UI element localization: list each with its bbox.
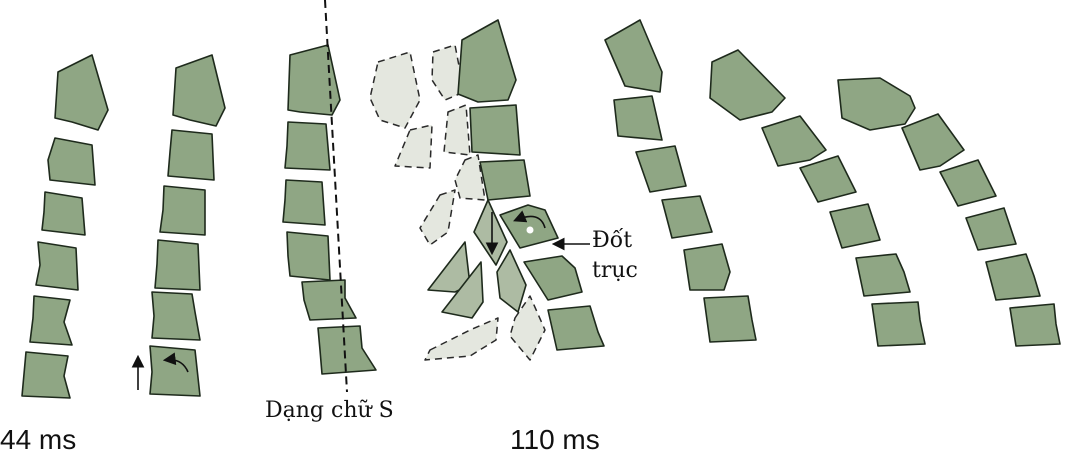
vertebra xyxy=(301,279,357,321)
vertebra xyxy=(287,44,341,116)
displaced-vertebra xyxy=(473,199,508,266)
axis-vertebra-label-line1: Đốt xyxy=(592,228,633,253)
rotation-arrow-icon xyxy=(513,210,546,229)
vertebra xyxy=(871,301,926,347)
ghost-vertebra xyxy=(509,295,546,361)
vertebra xyxy=(855,253,911,297)
s-shape-label: Dạng chữ S xyxy=(265,398,394,423)
s-curve-line xyxy=(324,0,348,393)
vertebra xyxy=(284,121,331,171)
vertebra xyxy=(151,291,201,341)
vertebra xyxy=(837,77,916,131)
axis-vertebra xyxy=(499,204,559,249)
spine-column-1 xyxy=(21,54,109,399)
ghost-vertebra xyxy=(419,189,456,246)
vertebra xyxy=(54,54,109,131)
axis-vertebra-label-line2: trục xyxy=(592,258,638,283)
vertebra xyxy=(901,113,965,171)
vertebra xyxy=(799,155,857,203)
vertebra xyxy=(965,207,1017,251)
spine-column-3 xyxy=(282,0,377,393)
vertebra xyxy=(1009,303,1061,347)
vertebra xyxy=(282,179,326,226)
displaced-vertebra xyxy=(441,261,484,319)
vertebra xyxy=(172,54,226,127)
vertebra xyxy=(41,191,86,236)
spine-column-6 xyxy=(709,49,926,347)
ghost-vertebra xyxy=(369,51,421,129)
displaced-vertebra xyxy=(427,241,471,293)
vertebra xyxy=(613,95,663,141)
vertebra xyxy=(985,253,1041,301)
vertebra xyxy=(829,203,881,249)
vertebra xyxy=(703,295,757,343)
vertebra xyxy=(21,351,71,399)
vertebra xyxy=(604,19,663,93)
vertebra xyxy=(761,115,827,167)
ghost-vertebra xyxy=(443,104,471,156)
vertebra xyxy=(479,159,531,201)
spine-column-2 xyxy=(131,54,226,397)
ghost-vertebra xyxy=(424,317,499,361)
vertebra xyxy=(167,129,215,181)
ghost-vertebra xyxy=(431,44,465,101)
spine-column-4 xyxy=(369,19,605,361)
vertebra xyxy=(683,243,731,291)
vertebra xyxy=(154,239,201,291)
vertebra xyxy=(35,241,79,291)
ghost-vertebra xyxy=(454,154,486,201)
vertebra xyxy=(47,137,96,186)
vertebra xyxy=(661,195,713,239)
vertebra xyxy=(317,325,377,375)
vertebra xyxy=(939,159,997,207)
time-label-44ms: 44 ms xyxy=(0,424,77,455)
spine-column-7 xyxy=(837,77,1061,347)
vertebra xyxy=(523,255,583,301)
rotation-center-dot xyxy=(526,226,534,234)
vertebra xyxy=(457,19,517,103)
spine-column-5 xyxy=(604,19,757,343)
vertebra xyxy=(469,104,521,156)
rotation-arrow-icon xyxy=(162,352,189,373)
vertebra xyxy=(635,145,687,193)
vertebra xyxy=(29,295,73,346)
time-label-110ms: 110 ms xyxy=(510,424,600,455)
vertebra xyxy=(709,49,786,121)
ghost-vertebra xyxy=(394,124,433,169)
vertebra xyxy=(149,345,201,397)
vertebra xyxy=(159,185,206,236)
vertebra xyxy=(286,231,331,281)
vertebra xyxy=(547,305,605,351)
displaced-vertebra xyxy=(496,249,527,313)
